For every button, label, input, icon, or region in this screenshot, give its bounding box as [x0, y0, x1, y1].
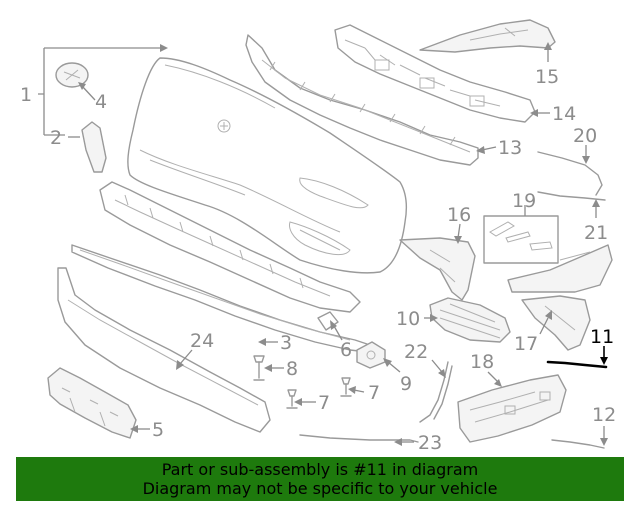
- part-side-bracket-left: [399, 237, 476, 301]
- callout-9: 9: [400, 373, 412, 395]
- parts-diagram: 1 2 3 4 5 6 7 7 8 9 10 11 12 13 14 15 16…: [20, 19, 616, 454]
- callout-1: 1: [20, 84, 32, 106]
- callout-13: 13: [498, 137, 522, 159]
- callout-10: 10: [396, 308, 420, 330]
- part-emblem: [55, 62, 89, 88]
- callout-6: 6: [340, 339, 352, 361]
- callout-3: 3: [280, 332, 292, 354]
- callout-18: 18: [470, 351, 494, 373]
- callout-20: 20: [573, 125, 597, 147]
- callout-4: 4: [95, 91, 107, 113]
- callout-8: 8: [286, 358, 298, 380]
- leader-lines: [38, 42, 608, 446]
- callout-21: 21: [584, 222, 608, 244]
- part-fastener-6: [317, 311, 339, 331]
- part-fog-grille: [429, 297, 511, 343]
- callout-24: 24: [190, 330, 214, 352]
- callout-15: 15: [535, 66, 559, 88]
- part-impact-bracket: [457, 374, 567, 443]
- banner-line-2: Diagram may not be specific to your vehi…: [142, 479, 498, 498]
- part-trim-20: [537, 151, 603, 196]
- part-screw-8: [253, 355, 265, 381]
- part-bumper-cover: [127, 57, 408, 274]
- banner-line-1: Part or sub-assembly is #11 in diagram: [161, 460, 479, 479]
- callout-12: 12: [592, 404, 616, 426]
- notice-banner: Part or sub-assembly is #11 in diagram D…: [16, 457, 624, 501]
- part-lower-bar: [57, 267, 271, 433]
- callout-2: 2: [50, 127, 62, 149]
- callout-5: 5: [152, 419, 164, 441]
- part-nut-9: [356, 341, 386, 369]
- part-bracket-upper-right: [419, 19, 556, 53]
- part-molding-23: [299, 434, 419, 443]
- part-upper-bracket: [334, 24, 536, 123]
- part-license-bracket: [47, 367, 137, 439]
- part-side-bracket-right: [507, 244, 613, 351]
- part-spoiler-strip: [71, 244, 371, 353]
- part-screw-7b: [340, 377, 352, 397]
- callout-7a: 7: [318, 392, 330, 414]
- part-lower-grille: [99, 181, 361, 313]
- part-small-cover: [81, 121, 107, 173]
- callout-23: 23: [418, 432, 442, 454]
- part-trim-21: [537, 191, 606, 201]
- callout-17: 17: [514, 333, 538, 355]
- callout-19: 19: [512, 190, 536, 212]
- callout-14: 14: [552, 103, 576, 125]
- callout-16: 16: [447, 204, 471, 226]
- callout-11: 11: [590, 326, 614, 348]
- part-upper-carrier: [245, 34, 479, 166]
- part-clip-set: [483, 215, 559, 264]
- callout-7b: 7: [368, 382, 380, 404]
- part-trim-22: [419, 361, 453, 423]
- callout-22: 22: [404, 341, 428, 363]
- part-screw-7a: [286, 389, 298, 409]
- callout-numbers: 1 2 3 4 5 6 7 7 8 9 10 11 12 13 14 15 16…: [20, 66, 616, 454]
- part-strip-12: [551, 439, 605, 449]
- part-11-highlighted: [546, 360, 608, 369]
